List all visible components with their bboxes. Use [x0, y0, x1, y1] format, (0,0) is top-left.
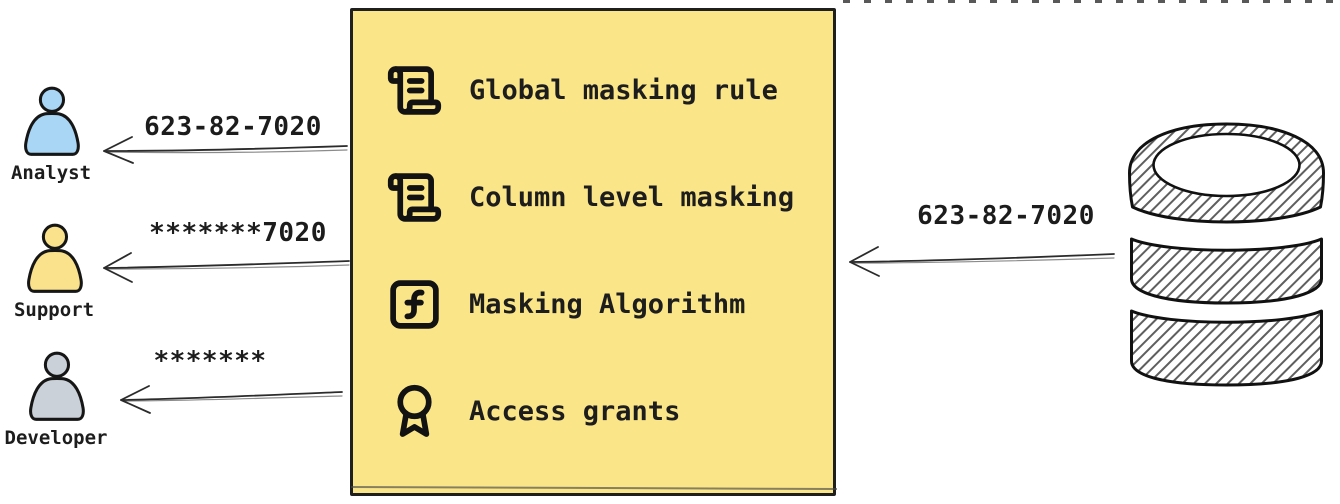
persona-support-label: Support — [13, 299, 95, 321]
persona-analyst-label: Analyst — [10, 162, 92, 184]
arrow-to-developer — [120, 391, 343, 401]
function-square-icon — [390, 279, 439, 329]
rule-global-masking: Global masking rule — [386, 61, 833, 119]
person-icon — [27, 223, 83, 293]
rule-masking-algorithm: Masking Algorithm — [386, 275, 833, 333]
developer-value-label: ******* — [153, 346, 267, 376]
rule-global-masking-label: Global masking rule — [469, 74, 778, 106]
support-value-label: *******7020 — [149, 218, 327, 248]
database-value-label: 623-82-7020 — [917, 201, 1095, 231]
database-top-face — [1152, 132, 1301, 198]
rule-column-masking-label: Column level masking — [469, 181, 795, 213]
rule-column-masking: Column level masking — [386, 168, 833, 226]
rule-masking-algorithm-label: Masking Algorithm — [469, 288, 746, 320]
database-bottom-band — [1130, 309, 1323, 387]
analyst-value-label: 623-82-7020 — [144, 112, 322, 142]
arrow-to-analyst — [103, 145, 348, 152]
person-icon — [24, 86, 80, 156]
rule-access-grants-label: Access grants — [469, 395, 681, 427]
persona-developer: Developer — [5, 351, 107, 449]
scroll-text-icon — [387, 65, 442, 115]
database-icon — [1128, 122, 1325, 387]
persona-developer-label: Developer — [4, 427, 108, 449]
arrow-to-support — [103, 260, 350, 269]
person-icon — [29, 351, 85, 421]
award-icon — [397, 384, 432, 437]
masking-policy-box: Global masking rule Column level masking… — [350, 8, 838, 496]
database-middle-band — [1130, 237, 1323, 305]
arrow-from-database — [849, 253, 1115, 263]
sketch-border-line — [350, 485, 838, 491]
cropped-dashed-line — [843, 0, 1340, 3]
rule-access-grants: Access grants — [386, 382, 833, 440]
persona-analyst: Analyst — [4, 86, 98, 184]
persona-support: Support — [7, 223, 101, 321]
scroll-text-icon — [387, 172, 442, 222]
